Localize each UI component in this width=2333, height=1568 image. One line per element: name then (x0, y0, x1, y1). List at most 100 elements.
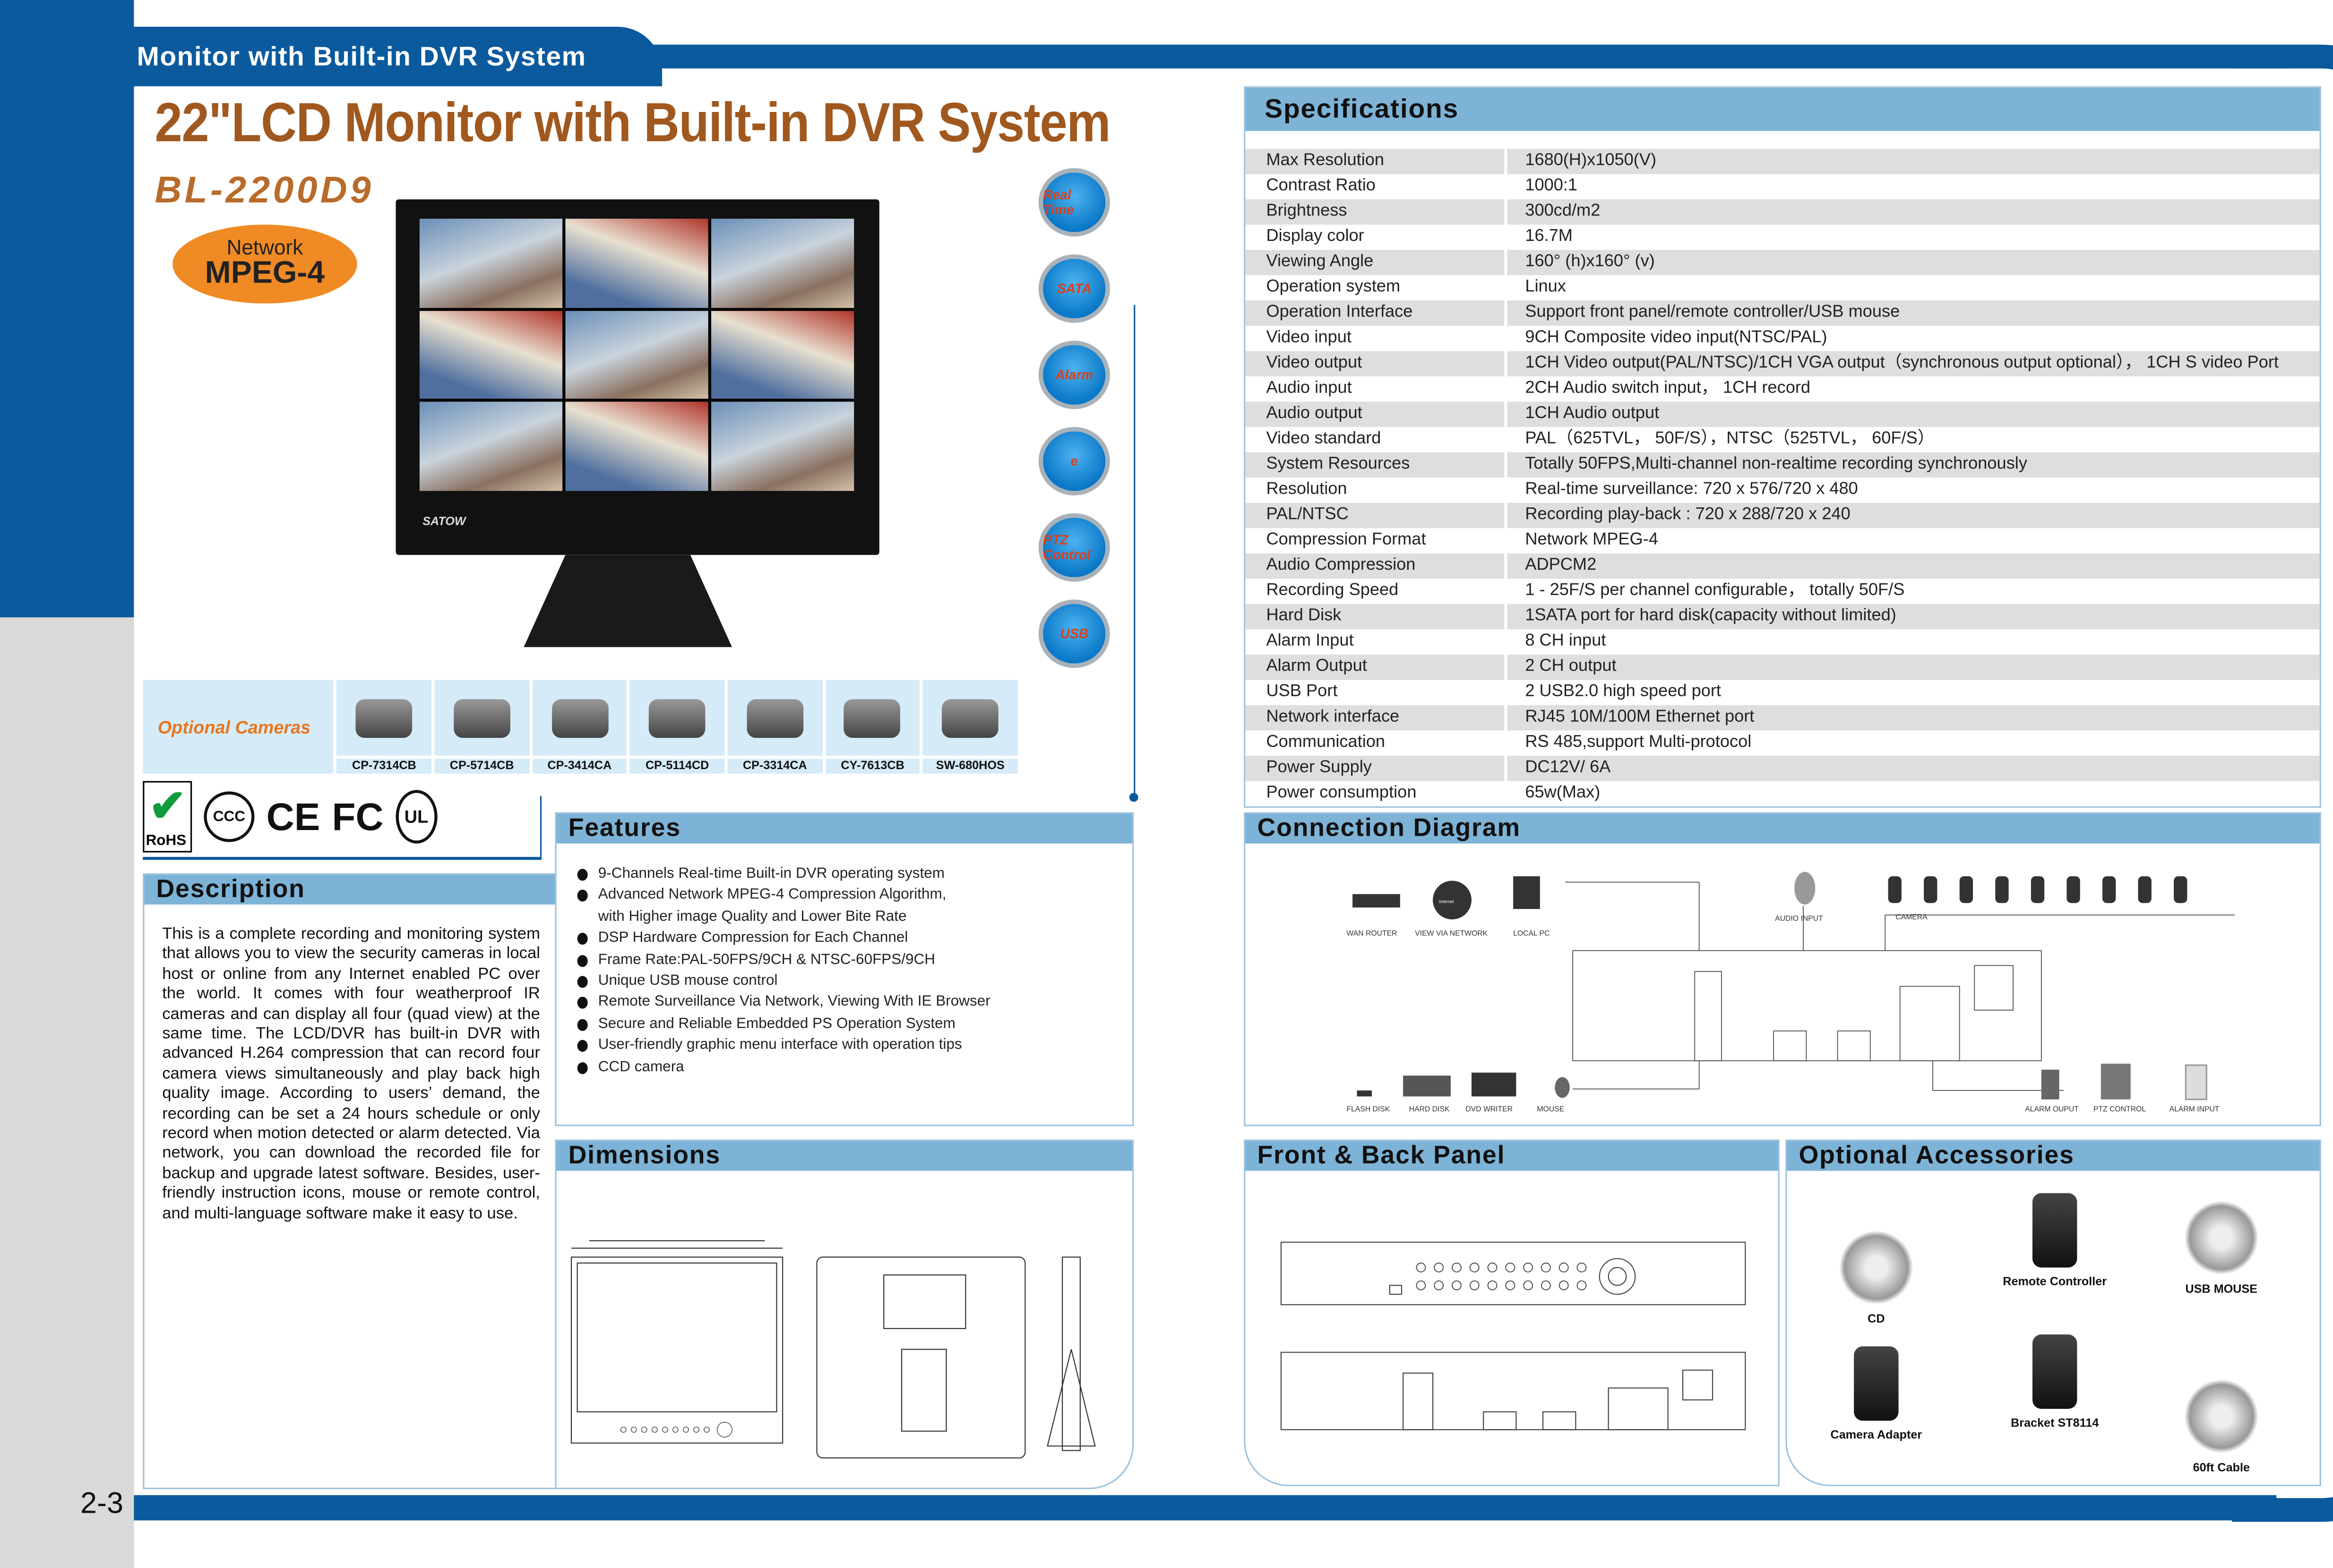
camera-label: CAMERA (1895, 913, 1928, 921)
feature-item: 9-Channels Real-time Built-in DVR operat… (577, 865, 1132, 886)
cctv-camera-icon (1959, 876, 1973, 903)
ie-browser-icon: e (1038, 427, 1110, 496)
audio-input-label: AUDIO INPUT (1775, 915, 1823, 923)
spec-key: Video standard (1266, 430, 1381, 448)
features-section: Features 9-Channels Real-time Built-in D… (555, 812, 1134, 1126)
description-section: Description This is a complete recording… (143, 873, 557, 1490)
dimensions-section: Dimensions (555, 1140, 1134, 1490)
spec-value: 1 - 25F/S per channel configurable， tota… (1525, 582, 1905, 600)
accessory-name: 60ft Cable (2193, 1461, 2250, 1474)
front-panel-button (1541, 1262, 1551, 1273)
spec-key: Power consumption (1266, 784, 1417, 802)
ptz-control-icon: PTZ Control (1038, 513, 1110, 582)
back-view-drawing (816, 1256, 1026, 1459)
camera-item: CP-5114CD (629, 680, 725, 774)
description-text: This is a complete recording and monitor… (162, 925, 540, 1223)
front-panel-button (1452, 1262, 1462, 1273)
spec-value: ADPCM2 (1507, 553, 2320, 579)
spec-key: Brightness (1245, 199, 1505, 225)
wan-router-icon (1352, 894, 1400, 908)
spec-value: Recording play-back : 720 x 288/720 x 24… (1507, 503, 2320, 528)
camera-model: CP-3414CA (532, 758, 627, 774)
camera-icons (1888, 876, 2187, 903)
internet-globe-icon (1433, 881, 1472, 920)
feature-item: Frame Rate:PAL-50FPS/9CH & NTSC-60FPS/9C… (577, 950, 1132, 971)
cctv-camera-icon (1888, 876, 1902, 903)
description-heading: Description (144, 874, 557, 905)
accessory-image (2184, 1379, 2259, 1454)
camera-item: CP-3314CA (727, 680, 823, 774)
device-icons (1352, 872, 2207, 1100)
front-panel-button (1416, 1262, 1426, 1273)
front-panel-button (1487, 1262, 1498, 1273)
front-back-panel-section: Front & Back Panel (1244, 1140, 1780, 1486)
front-panel-button (1523, 1262, 1533, 1273)
accessory-image (2032, 1334, 2077, 1409)
front-panel-button (1434, 1262, 1444, 1273)
section-tab: Monitor with Built-in DVR System (119, 26, 663, 86)
back-panel-drawing (1280, 1352, 1746, 1431)
front-panel-button (1576, 1280, 1587, 1291)
feature-icon-label: SATA (1057, 281, 1092, 296)
spec-value: 300cd/m2 (1507, 199, 2320, 225)
spec-key: Operation Interface (1245, 300, 1505, 326)
spec-value: DC12V/ 6A (1507, 755, 2320, 781)
accessory-image (2032, 1193, 2077, 1268)
monitor-brand: SATOW (422, 514, 466, 528)
camera-model: SW-680HOS (923, 758, 1018, 774)
monitor-stand (524, 555, 732, 647)
camera-image (727, 680, 823, 756)
feature-icon-label: e (1070, 454, 1078, 469)
feature-item: Unique USB mouse control (577, 971, 1132, 993)
mouse-label: MOUSE (1537, 1105, 1565, 1113)
feature-icon-label: USB (1060, 626, 1089, 642)
cctv-camera-icon (1995, 876, 2009, 903)
fcc-logo: FC (332, 793, 384, 839)
front-panel-button (1576, 1262, 1587, 1273)
spec-value: 2 USB2.0 high speed port (1525, 683, 1721, 701)
alarm-input-label: ALARM INPUT (2169, 1105, 2220, 1113)
front-panel-button (1434, 1280, 1444, 1291)
front-panel-drawing (1280, 1242, 1746, 1305)
side-view-drawing (1061, 1256, 1081, 1451)
spec-key: Audio Compression (1245, 553, 1505, 579)
bottom-band (134, 1495, 2277, 1521)
dimension-drawings (570, 1240, 1096, 1459)
accessory-image (2184, 1200, 2259, 1275)
dvd-writer-label: DVD WRITER (1465, 1105, 1513, 1113)
front-panel-button (1558, 1262, 1569, 1273)
front-panel-button (1558, 1280, 1569, 1291)
divider-line (1134, 305, 1136, 796)
camera-image (629, 680, 725, 756)
spec-key: Audio output (1245, 402, 1505, 427)
feature-icon-label: Real Time (1043, 187, 1074, 217)
spec-value: 16.7M (1525, 227, 1573, 246)
spec-value: 8 CH input (1525, 632, 1606, 651)
spec-key: Power Supply (1245, 755, 1505, 781)
camera-image (434, 680, 529, 756)
spec-value: 65w(Max) (1525, 784, 1601, 802)
camera-image (532, 680, 627, 756)
spec-value: 1CH Video output(PAL/NTSC)/1CH VGA outpu… (1507, 351, 2320, 377)
camera-model: CP-5114CD (629, 758, 725, 774)
certifications: ✔RoHS CCC CE FC UL (143, 780, 438, 854)
real-time-clock-icon: Real Time (1038, 168, 1110, 237)
front-panel-button (1469, 1280, 1480, 1291)
accessory-item: Camera Adapter (1794, 1346, 1958, 1442)
spec-value: Real-time surveillance: 720 x 576/720 x … (1525, 480, 1858, 498)
local-pc-icon (1513, 876, 1540, 909)
